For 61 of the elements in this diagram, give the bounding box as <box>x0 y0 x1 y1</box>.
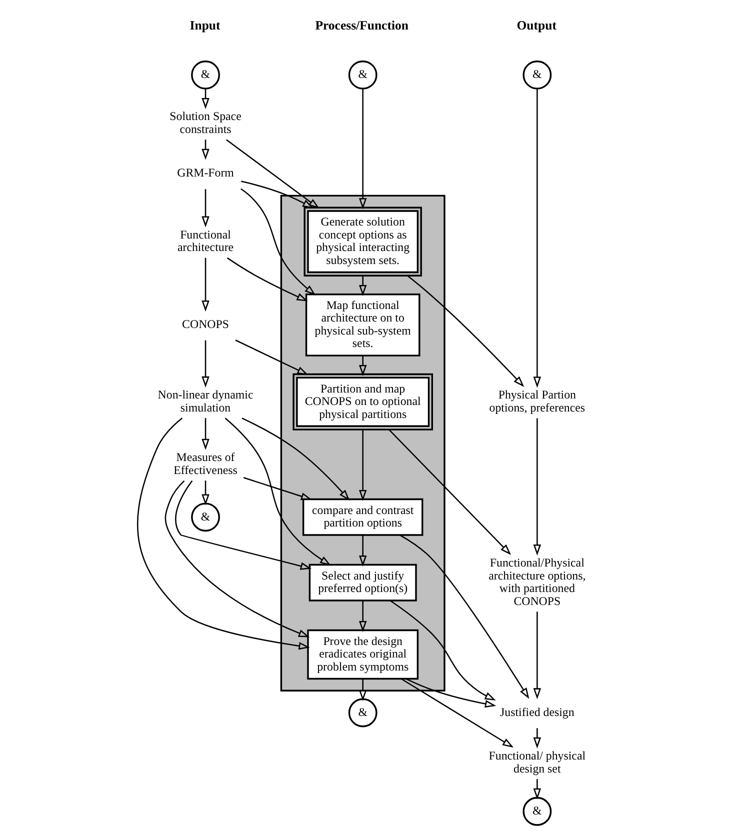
arrow <box>406 678 496 708</box>
arrow <box>400 678 514 748</box>
arrow <box>533 728 542 748</box>
arrow <box>358 600 367 632</box>
node-text: Justified design <box>500 704 574 719</box>
arrow <box>202 258 210 312</box>
arrow <box>202 140 210 160</box>
arrow <box>358 535 367 567</box>
arrow <box>226 139 320 209</box>
arrow <box>358 88 367 210</box>
arrow <box>137 418 310 650</box>
node-box: compare and contrast partition options <box>302 498 424 536</box>
node-box: Map functional architecture on to physical sub-system sets. <box>305 294 420 356</box>
arrow <box>242 418 350 501</box>
node-circle: & <box>191 60 220 90</box>
node-text: Functional/Physical architecture options, with partitioned CONOPS <box>488 556 586 608</box>
arrow <box>241 180 314 208</box>
arrow <box>358 430 367 502</box>
arrow <box>358 356 367 376</box>
arrow <box>202 480 210 506</box>
arrow <box>400 534 530 699</box>
node-box: Generate solution concept options as physical interacting subsystem sets. <box>304 206 422 276</box>
arrow <box>533 779 542 800</box>
arrow <box>202 189 210 228</box>
arrow <box>407 275 524 387</box>
label: Input <box>190 18 220 32</box>
arrow <box>390 600 496 701</box>
arrow <box>243 477 312 500</box>
node-box: Select and justify preferred option(s) <box>308 564 417 602</box>
arrow <box>202 88 210 110</box>
node-text: Functional/ physical design set <box>488 748 586 776</box>
arrow <box>202 340 210 388</box>
arrow <box>202 418 210 450</box>
arrow <box>224 418 331 566</box>
label: Process/Function <box>315 18 408 32</box>
arrow <box>388 429 512 555</box>
node-circle: & <box>348 60 378 90</box>
arrow <box>226 257 308 302</box>
node-text: Physical Partion options, preferences <box>489 388 586 414</box>
arrow <box>533 418 542 556</box>
arrow <box>533 88 542 388</box>
node-text: Functional architecture <box>177 227 234 254</box>
arrow <box>240 188 316 296</box>
arrow <box>358 276 367 296</box>
node-box: Partition and map CONOPS on to optional physical partitions <box>292 373 433 430</box>
node-circle: & <box>522 796 552 826</box>
node-text: GRM-Form <box>177 166 234 180</box>
node-text: Measures of Effectiveness <box>174 450 238 477</box>
arrow <box>175 480 312 570</box>
node-text: CONOPS <box>182 317 229 332</box>
arrow <box>533 612 542 700</box>
node-text: Solution Space constraints <box>170 109 242 136</box>
arrow <box>235 340 308 375</box>
arrow <box>164 480 310 638</box>
node-circle: & <box>348 698 378 728</box>
arrow <box>358 679 367 702</box>
node-circle: & <box>191 502 220 532</box>
node-box: Prove the design eradicates original problem symptoms <box>307 629 419 680</box>
node-circle: & <box>522 60 552 90</box>
label: Output <box>516 18 556 32</box>
node-text: Non-linear dynamic simulation <box>158 388 254 414</box>
